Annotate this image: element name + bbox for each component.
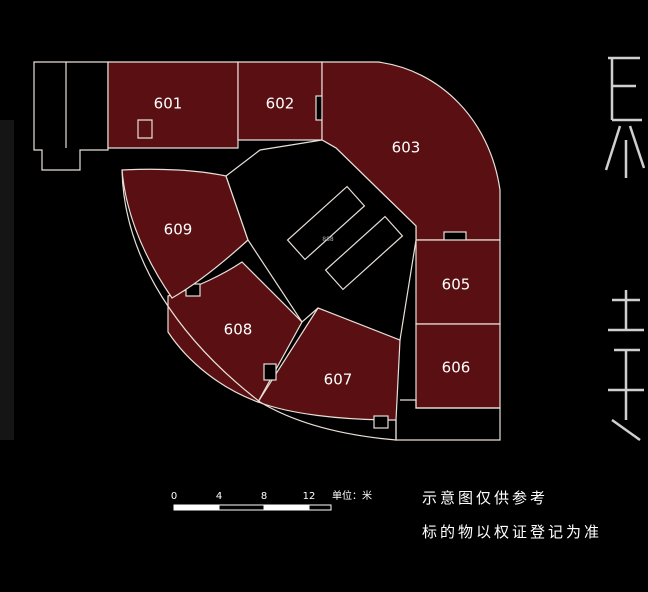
unit-label-606: 606: [442, 359, 471, 377]
service-area-left: [33, 61, 109, 171]
unit-601-notch: [137, 119, 153, 139]
unit-label-607: 607: [324, 371, 353, 389]
unit-label-608: 608: [224, 321, 253, 339]
scale-tick-4: 4: [216, 491, 222, 502]
unit-601[interactable]: [107, 61, 239, 149]
scale-unit-label: 单位：米: [332, 489, 372, 502]
scale-tick-8: 8: [261, 491, 267, 502]
unit-label-605: 605: [442, 276, 471, 294]
scale-bar: 0 4 8 12 单位：米: [171, 489, 372, 511]
unit-label-609: 609: [164, 221, 193, 239]
calligraphy-decoration: [604, 56, 646, 442]
disclaimer-line-2: 标的物以权证登记为准: [422, 523, 603, 541]
left-edge-shadow: [0, 120, 14, 440]
service-area-right: [395, 399, 501, 441]
outer-curve: [121, 169, 397, 441]
scale-tick-0: 0: [171, 491, 177, 502]
unit-label-603: 603: [392, 139, 421, 157]
unit-label-602: 602: [266, 95, 295, 113]
scale-tick-12: 12: [303, 491, 316, 502]
central-core: 888: [225, 139, 417, 341]
unit-label-601: 601: [154, 95, 183, 113]
svg-text:888: 888: [322, 236, 334, 243]
unit-607-shaft: [373, 415, 389, 429]
unit-609[interactable]: [121, 168, 249, 299]
unit-608-shaft-b: [263, 363, 277, 381]
disclaimer-line-1: 示意图仅供参考: [422, 489, 549, 507]
